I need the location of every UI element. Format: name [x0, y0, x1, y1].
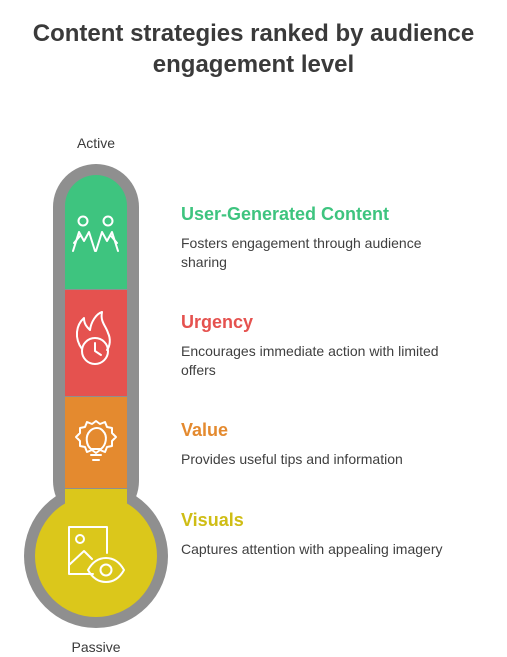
page-title: Content strategies ranked by audience en… [0, 18, 507, 80]
strategy-desc: Encourages immediate action with limited… [181, 343, 439, 378]
scale-bottom-label: Passive [71, 639, 121, 655]
strategy-title: Visuals [181, 510, 244, 530]
segment-visuals [35, 489, 157, 617]
strategy-urgency: Urgency Encourages immediate action with… [181, 311, 481, 380]
strategy-title: Urgency [181, 312, 254, 332]
strategy-desc: Provides useful tips and information [181, 451, 403, 467]
strategy-title: User-Generated Content [181, 204, 390, 224]
strategy-desc: Fosters engagement through audience shar… [181, 235, 422, 270]
strategy-value: Value Provides useful tips and informati… [181, 419, 481, 469]
people-icon [72, 215, 119, 252]
fire-clock-icon [76, 311, 111, 365]
image-eye-icon [68, 526, 125, 583]
strategy-title: Value [181, 420, 229, 440]
strategy-visuals: Visuals Captures attention with appealin… [181, 509, 481, 559]
strategy-user-generated: User-Generated Content Fosters engagemen… [181, 203, 481, 272]
segment-value [65, 397, 127, 488]
lightbulb-gear-icon [75, 420, 117, 461]
title-line-1: Content strategies ranked by audience [32, 20, 475, 47]
title-line-2: engagement level [152, 51, 355, 78]
segment-user-generated [65, 175, 127, 289]
scale-top-label: Active [76, 135, 116, 151]
strategy-desc: Captures attention with appealing imager… [181, 541, 443, 557]
